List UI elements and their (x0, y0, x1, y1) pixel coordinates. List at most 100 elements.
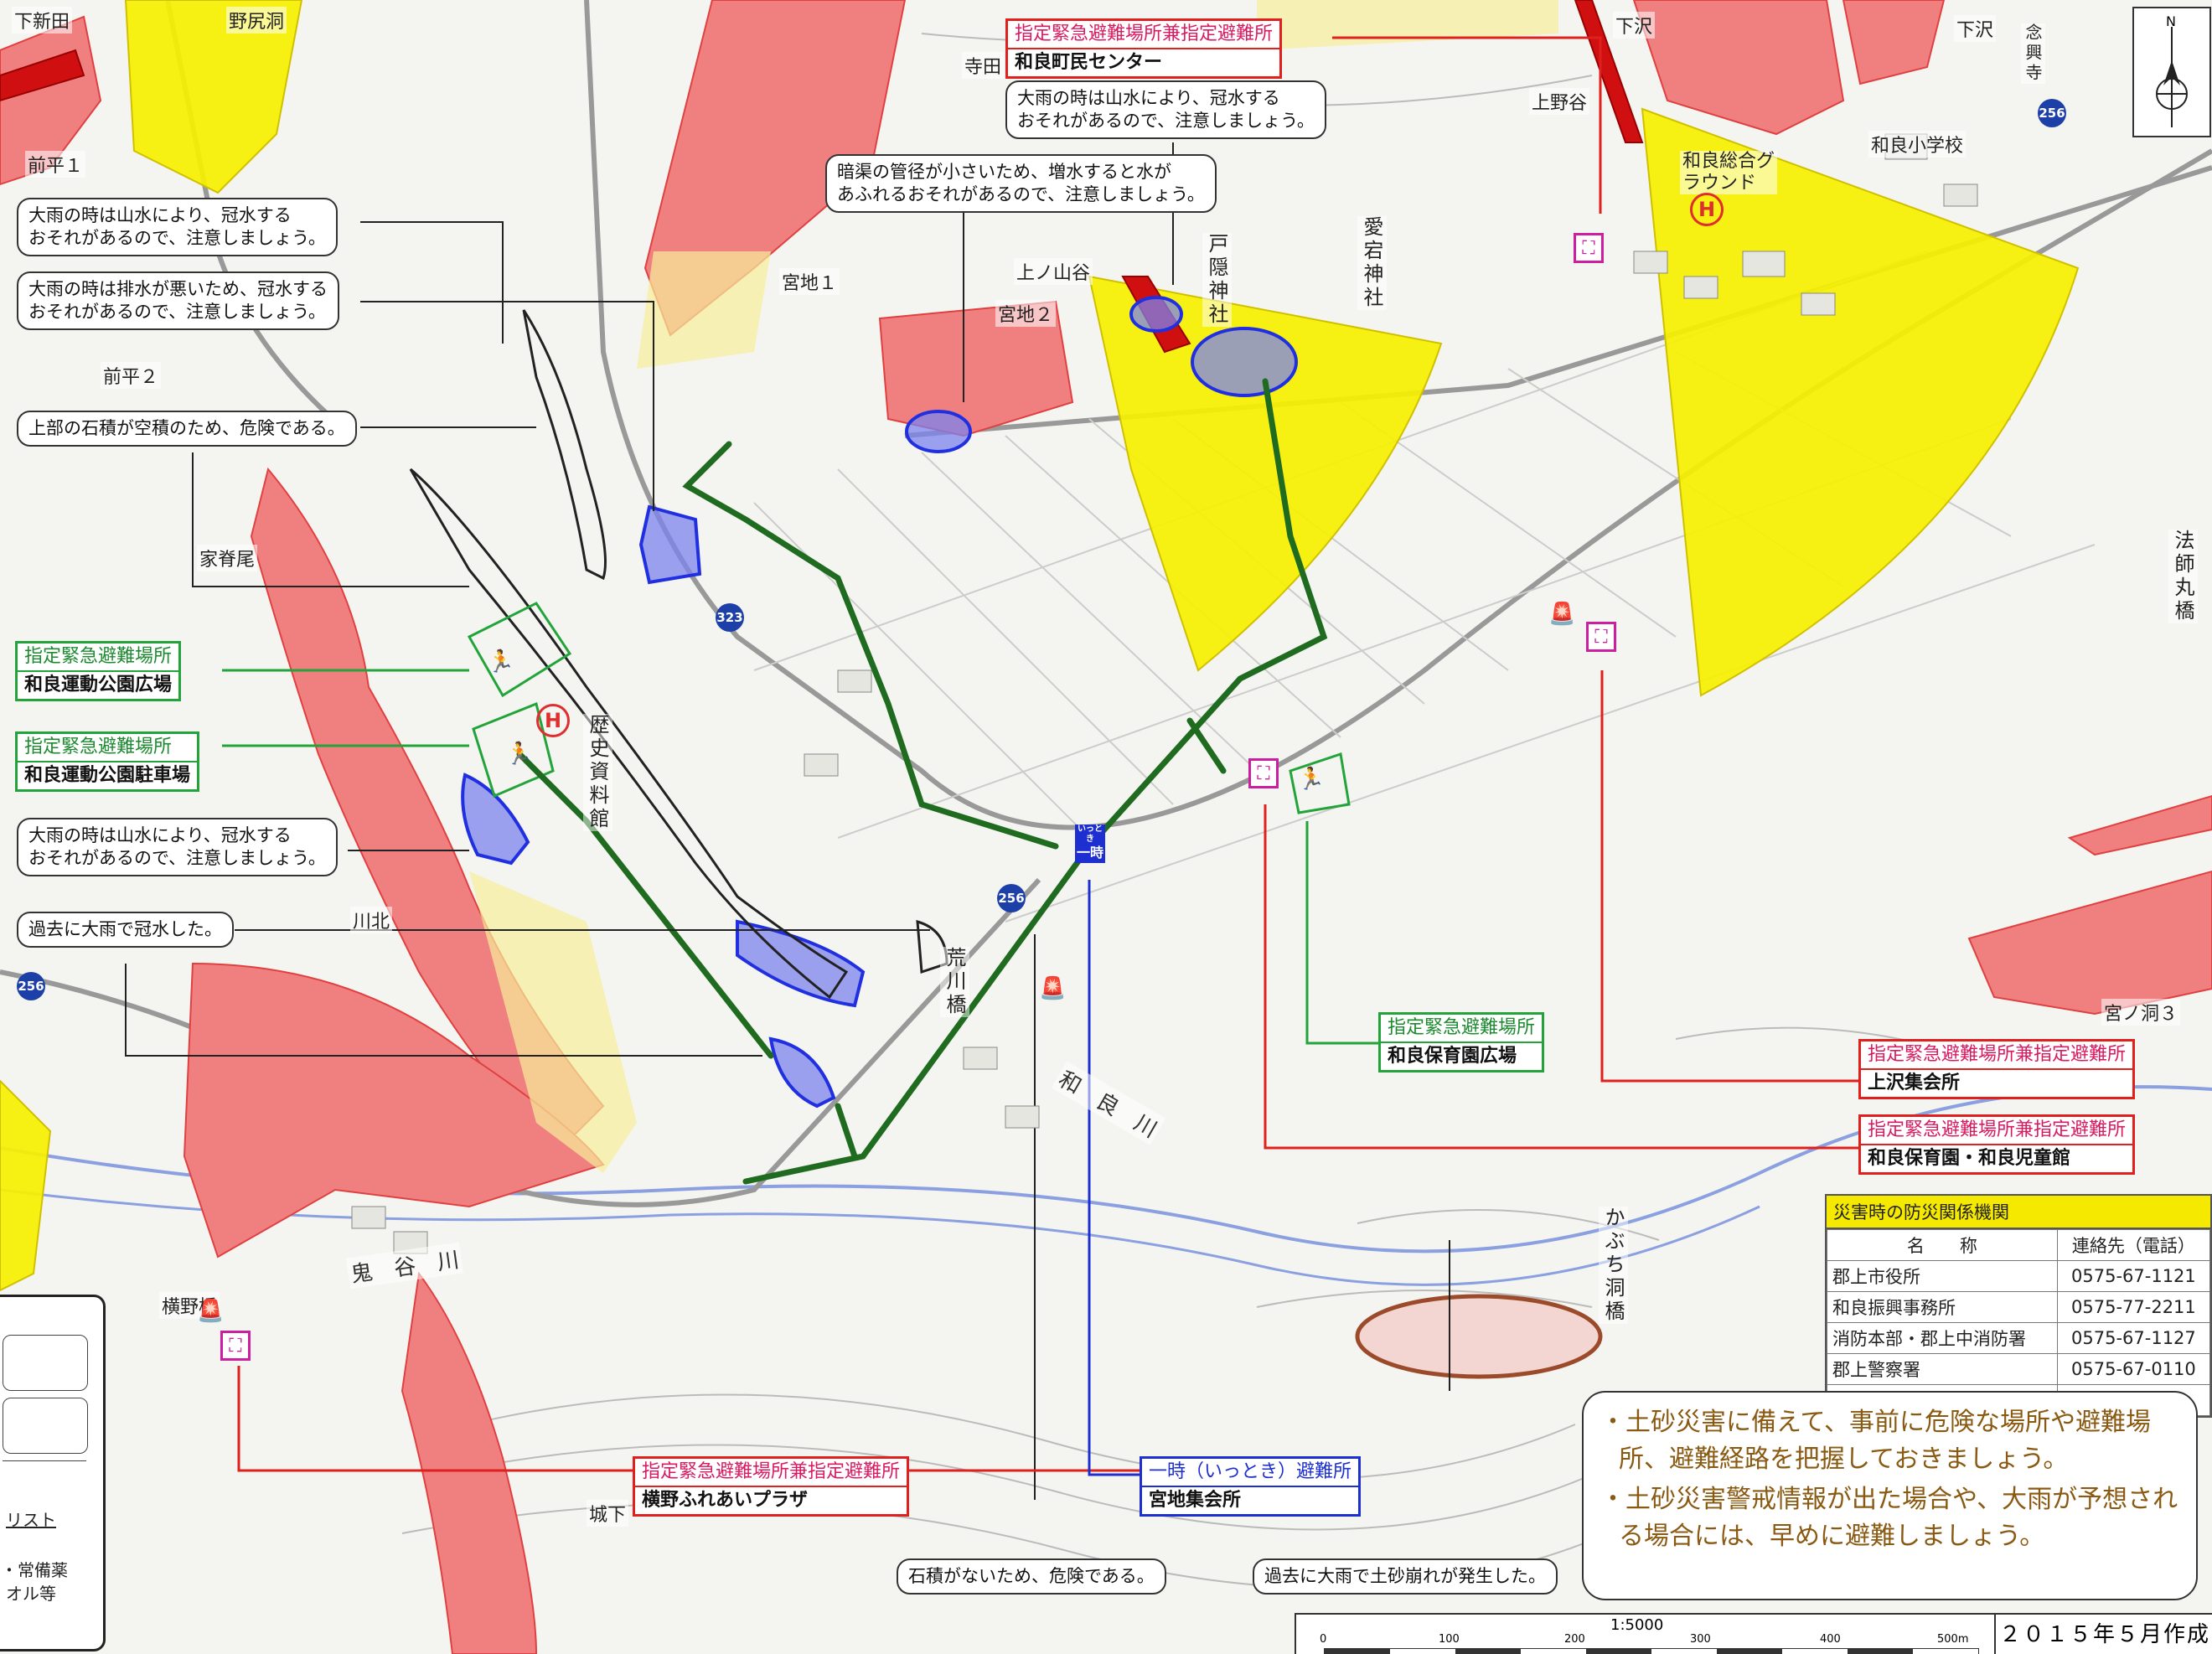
siren-icon: 🚨 (1548, 602, 1576, 627)
open-space-shelter-icon: 🏃 (487, 649, 515, 675)
place-label: 上ノ山谷 (1014, 258, 1093, 285)
advice-text: ・土砂災害警戒情報が出た場合や、大雨が予想される場合には、早めに避難しましょう。 (1600, 1485, 2178, 1551)
siren-icon: 🚨 (197, 1299, 225, 1324)
shelter-yokono-plaza: 指定緊急避難場所兼指定避難所横野ふれあいプラザ (633, 1456, 910, 1517)
contact-name: 和良振興事務所 (1827, 1291, 2058, 1323)
leader-lines (125, 142, 1450, 1500)
place-label: 野尻洞 (226, 7, 287, 34)
vertical-label: 荒川橋 (940, 947, 969, 1017)
shelter-kamisawa: 指定緊急避難場所兼指定避難所上沢集会所 (1858, 1039, 2136, 1099)
siren-icon: 🚨 (1039, 976, 1067, 1001)
vertical-label: 戸隠神社 (1202, 233, 1232, 327)
place-label: 和良小学校 (1868, 131, 1967, 158)
scale-tick: 0 (1320, 1633, 1327, 1646)
place-label: 下沢 (1954, 15, 1997, 42)
note-maehira-flood: 大雨の時は山水により、冠水するおそれがあるので、注意しましょう。 (17, 198, 338, 256)
note-park-flood: 大雨の時は山水により、冠水するおそれがあるので、注意しましょう。 (17, 818, 338, 876)
scale-bar-graphic (1324, 1648, 1979, 1654)
vertical-label: 法師丸橋 (2168, 530, 2198, 623)
contact-phone: 0575-77-2211 (2056, 1291, 2211, 1323)
compass: N (2132, 7, 2211, 137)
contact-header-name: 名 称 (1827, 1229, 2058, 1261)
scale-tick: 200 (1564, 1633, 1585, 1646)
route-shield: 256 (997, 884, 1026, 912)
place-label: 宮地１ (779, 268, 840, 295)
place-label: 宮ノ洞３ (2101, 999, 2181, 1026)
place-label: 宮地２ (995, 300, 1057, 327)
scale-tick: 400 (1820, 1633, 1841, 1646)
route-shield: 323 (716, 603, 744, 632)
contact-name: 消防本部・郡上中消防署 (1827, 1322, 2058, 1354)
note-stonewall: 上部の石積が空積のため、危険である。 (17, 411, 357, 447)
place-label: 上野谷 (1529, 88, 1590, 115)
legend-row (3, 1460, 86, 1516)
note-past-flood: 過去に大雨で冠水した。 (17, 912, 234, 948)
note-center-flood: 大雨の時は山水により、冠水するおそれがあるので、注意しましょう。 (1005, 80, 1326, 139)
legend-row (3, 1398, 88, 1454)
route-shield: 256 (2038, 99, 2066, 127)
place-label: 前平２ (101, 362, 162, 389)
legend-text: リスト (6, 1510, 56, 1530)
note-landslide: 過去に大雨で土砂崩れが発生した。 (1253, 1558, 1558, 1595)
scale-tick: 500m (1937, 1633, 1969, 1646)
contact-name: 郡上市役所 (1827, 1260, 2058, 1292)
scale-title: 1:5000 (1610, 1616, 1664, 1634)
compass-north-label: N (2166, 13, 2176, 29)
route-shield: 256 (17, 972, 45, 1000)
scale-bar: 1:5000 0 100 300 200 400 500m (1295, 1613, 1998, 1654)
place-label: 前平１ (25, 151, 86, 178)
shelter-building-icon: ⛶ (1248, 758, 1279, 788)
place-label: 和良総合グラウンド (1680, 151, 1777, 194)
scale-tick: 100 (1439, 1633, 1460, 1646)
contact-phone: 0575-67-0110 (2056, 1353, 2211, 1385)
advice-text: ・土砂災害に備えて、事前に危険な場所や避難場所、避難経路を把握しておきましょう。 (1600, 1408, 2151, 1474)
vertical-label: 愛宕神社 (1357, 216, 1387, 310)
shelter-park-parking: 指定緊急避難場所和良運動公園駐車場 (15, 731, 200, 792)
note-no-stone: 石積がないため、危険である。 (897, 1558, 1166, 1595)
heliport-icon: H (536, 704, 570, 737)
legend-text: オル等 (6, 1584, 56, 1604)
contact-name: 郡上警察署 (1827, 1353, 2058, 1385)
scale-tick: 300 (1690, 1633, 1711, 1646)
shelter-building-icon: ⛶ (1574, 233, 1604, 263)
shelter-building-icon: ⛶ (1586, 622, 1616, 652)
legend-panel: リスト ・常備薬 オル等 (0, 1295, 106, 1651)
heliport-icon: H (1690, 193, 1724, 226)
vertical-label: かぶち洞橋 (1599, 1207, 1628, 1324)
place-label: 寺田 (962, 52, 1005, 79)
compass-rose-icon (2156, 27, 2188, 127)
place-label: 城下 (587, 1500, 629, 1527)
shelter-miyaji-hall: 一時（いっとき）避難所宮地集会所 (1140, 1456, 1362, 1517)
contact-header-phone: 連絡先（電話） (2056, 1229, 2211, 1261)
place-label: 川北 (350, 907, 393, 933)
open-space-shelter-icon: 🏃 (1297, 767, 1326, 792)
shelter-nursery: 指定緊急避難場所兼指定避難所和良保育園・和良児童館 (1858, 1114, 2136, 1175)
legend-text: ・常備薬 (1, 1560, 68, 1580)
vertical-label: 念興寺 (2021, 23, 2045, 84)
place-label: 下新田 (12, 7, 73, 34)
advice-box: ・土砂災害に備えて、事前に危険な場所や避難場所、避難経路を把握しておきましょう。… (1582, 1391, 2198, 1600)
open-space-shelter-icon: 🏃 (505, 742, 534, 767)
legend-row (3, 1335, 88, 1391)
contact-phone: 0575-67-1127 (2056, 1322, 2211, 1354)
shelter-building-icon: ⛶ (220, 1331, 251, 1361)
shelter-park-plaza: 指定緊急避難場所和良運動公園広場 (15, 641, 182, 701)
vertical-label: 歴史資料館 (583, 714, 612, 831)
creation-date: ２０１５年５月作成 (1994, 1613, 2212, 1654)
note-drainage: 大雨の時は排水が悪いため、冠水するおそれがあるので、注意しましょう。 (17, 271, 339, 330)
contact-table-title: 災害時の防災関係機関 (1827, 1196, 2210, 1229)
note-culvert: 暗渠の管径が小さいため、増水すると水があふれるおそれがあるので、注意しましょう。 (825, 154, 1217, 213)
contact-phone: 0575-67-1121 (2056, 1260, 2211, 1292)
shelter-nursery-plaza: 指定緊急避難場所和良保育園広場 (1378, 1012, 1545, 1073)
flood-areas (461, 296, 1298, 1109)
place-label: 横野橋 (159, 1292, 220, 1319)
place-label: 下沢 (1613, 12, 1656, 39)
